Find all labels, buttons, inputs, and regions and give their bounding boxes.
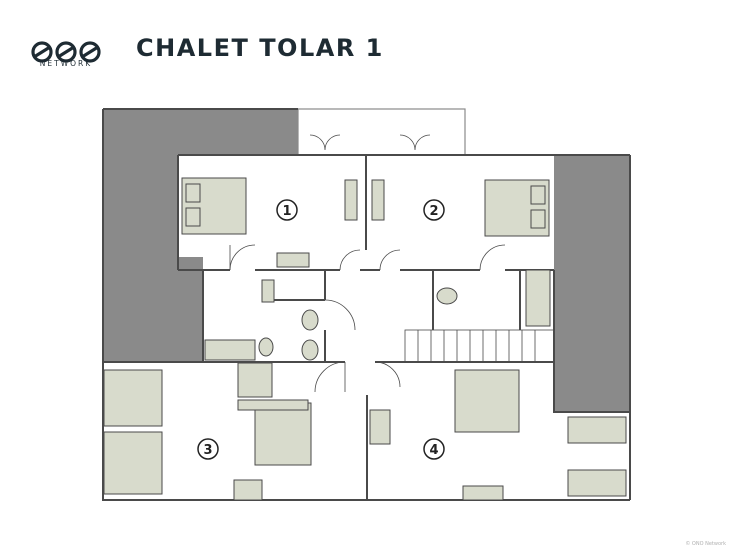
room-1-label: 1 <box>276 199 298 221</box>
ono-network-logo <box>31 41 101 63</box>
balcony <box>297 108 466 156</box>
doors <box>229 134 506 393</box>
svg-text:3: 3 <box>203 443 212 458</box>
brand-name: NETWORK <box>39 59 93 68</box>
room-2-label: 2 <box>423 199 445 221</box>
svg-text:1: 1 <box>282 204 291 219</box>
furniture <box>103 177 627 501</box>
shaded-areas <box>103 109 631 412</box>
svg-text:2: 2 <box>429 204 438 219</box>
page-title: CHALET TOLAR 1 <box>136 34 384 62</box>
room-3-label: 3 <box>197 438 219 460</box>
walls <box>102 108 631 501</box>
staircase <box>404 329 555 363</box>
svg-text:4: 4 <box>429 443 438 458</box>
copyright-text: © ONO Network <box>685 541 726 547</box>
room-4-label: 4 <box>423 438 445 460</box>
